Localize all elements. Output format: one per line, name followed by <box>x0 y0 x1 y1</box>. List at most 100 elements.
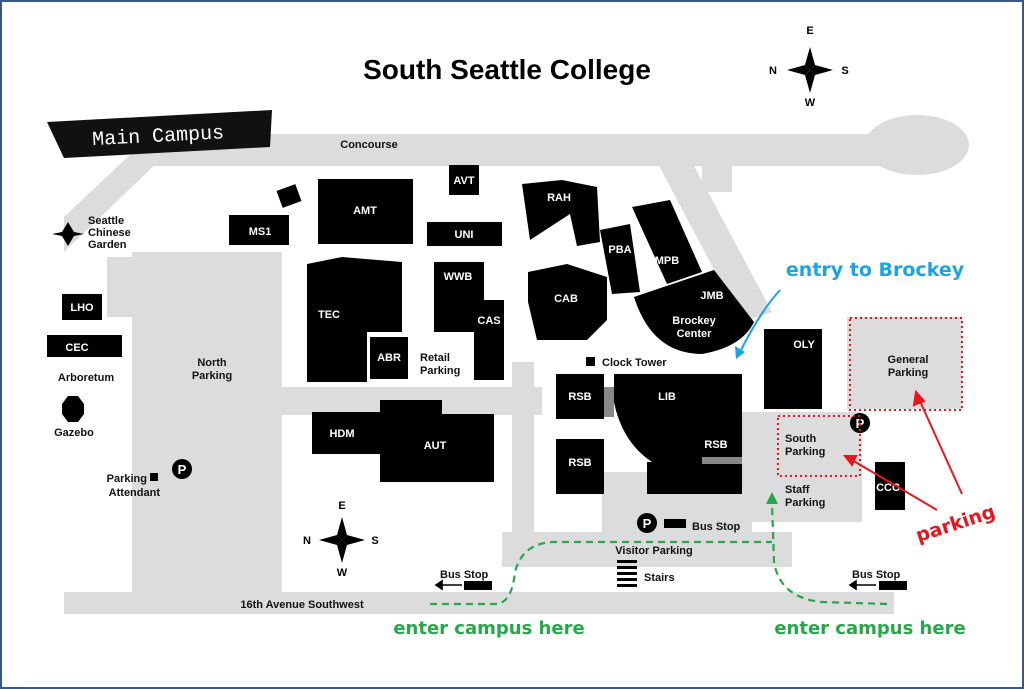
compass-label-e: E <box>806 25 813 37</box>
rsb-connector-2 <box>702 457 742 464</box>
label-attendant-2: Attendant <box>109 487 161 499</box>
green-entry-paths <box>430 501 888 606</box>
label-bus-stop-right: Bus Stop <box>852 569 901 581</box>
compass-top: E W N S <box>769 25 849 109</box>
concourse-road <box>152 134 912 166</box>
label-garden-1: Seattle <box>88 215 124 227</box>
building-uni <box>427 222 502 246</box>
main-campus-banner <box>47 110 272 158</box>
label-amt: AMT <box>353 205 377 217</box>
general-parking-lot <box>847 317 962 409</box>
garden-star-icon <box>52 222 84 246</box>
parking-p-icon <box>172 459 192 479</box>
label-ms1: MS1 <box>249 226 272 238</box>
label-oly: OLY <box>793 339 815 351</box>
building-lib <box>614 374 742 462</box>
label-cab: CAB <box>554 293 578 305</box>
label-arboretum: Arboretum <box>58 372 114 384</box>
parking-p-icon <box>850 413 870 433</box>
label-south-parking-1: South <box>785 433 816 445</box>
building-tec <box>307 257 402 382</box>
label-hdm: HDM <box>329 428 354 440</box>
stairs-icon <box>617 560 637 587</box>
avenue-end <box>64 592 79 614</box>
label-rsb-2: RSB <box>568 457 591 469</box>
parking-p-text: P <box>178 462 187 477</box>
label-south-parking-2: Parking <box>785 446 825 458</box>
compass-label-w: W <box>337 567 348 579</box>
building-aut <box>380 400 494 482</box>
compass-label-s: S <box>841 65 848 77</box>
diagonal-road <box>64 134 187 252</box>
south-parking-highlight <box>777 415 861 477</box>
label-brockey-center: Center <box>677 328 713 340</box>
annotation-parking: parking <box>913 501 998 547</box>
blue-arrow <box>739 289 781 353</box>
attendant-marker <box>150 473 158 481</box>
building-hdm <box>312 412 382 454</box>
blue-arrow-head-icon <box>735 346 745 359</box>
clock-tower-marker <box>586 357 595 366</box>
compass-label-w: W <box>805 97 816 109</box>
label-uni: UNI <box>455 229 474 241</box>
bus-stop-arrows <box>434 579 876 591</box>
building-ms1 <box>229 215 289 245</box>
parking-p-icons: P P P <box>172 413 870 533</box>
label-cec: CEC <box>65 342 88 354</box>
label-avt: AVT <box>453 175 474 187</box>
label-ccc: CCC <box>876 482 900 494</box>
label-retail-parking-2: Parking <box>420 365 460 377</box>
label-garden-3: Garden <box>88 239 127 251</box>
south-parking-lot <box>742 412 862 522</box>
label-cas: CAS <box>477 315 500 327</box>
compass-bottom: E W N S <box>303 500 379 579</box>
compass-arrow-icon <box>337 517 347 540</box>
label-general-parking-1: General <box>888 354 929 366</box>
building-rah <box>522 180 600 246</box>
label-concourse: Concourse <box>340 139 397 151</box>
compass-label-n: N <box>769 65 777 77</box>
bus-stop-marker-left <box>464 581 492 590</box>
building-rsb1 <box>556 374 604 419</box>
building-ccc <box>875 462 905 510</box>
label-north-parking-2: Parking <box>192 370 232 382</box>
building-cab <box>528 264 607 340</box>
label-aut: AUT <box>424 440 447 452</box>
label-avenue: 16th Avenue Southwest <box>240 599 364 611</box>
concourse-turnaround <box>865 115 969 175</box>
building-avt <box>449 165 479 195</box>
mid-road-vertical <box>512 362 534 537</box>
label-visitor-parking: Visitor Parking <box>615 545 692 557</box>
label-pba: PBA <box>608 244 631 256</box>
building-small-ms <box>276 184 302 208</box>
label-rsb-3: RSB <box>704 439 727 451</box>
compass-label-n: N <box>303 535 311 547</box>
parking-p-text: P <box>856 416 865 431</box>
building-abr <box>370 337 408 379</box>
red-arrow-general <box>918 398 963 495</box>
label-mpb: MPB <box>655 255 680 267</box>
building-rsb2 <box>556 439 604 494</box>
area-labels: Concourse Seattle Chinese Garden Arboret… <box>54 139 928 611</box>
label-rsb-1: RSB <box>568 391 591 403</box>
building-cec <box>47 335 122 357</box>
label-retail-parking-1: Retail <box>420 352 450 364</box>
north-parking-area <box>132 252 282 592</box>
bus-stop-marker-right <box>879 581 907 590</box>
annotation-entry-brockey: entry to Brockey <box>786 259 965 281</box>
annotation-enter-left: enter campus here <box>393 618 584 639</box>
compass-label-e: E <box>338 500 345 512</box>
compass-arrow-icon <box>805 47 815 70</box>
green-path-left <box>430 540 772 606</box>
building-pba <box>600 224 640 294</box>
bus-stop-marker-center <box>664 519 686 528</box>
compass-label-s: S <box>371 535 378 547</box>
label-wwb: WWB <box>444 271 473 283</box>
green-arrow-head-icon <box>766 492 778 504</box>
label-lib: LIB <box>658 391 676 403</box>
roads <box>64 115 969 614</box>
gazebo-icon <box>62 396 84 422</box>
label-stairs: Stairs <box>644 572 675 584</box>
label-garden-2: Chinese <box>88 227 131 239</box>
